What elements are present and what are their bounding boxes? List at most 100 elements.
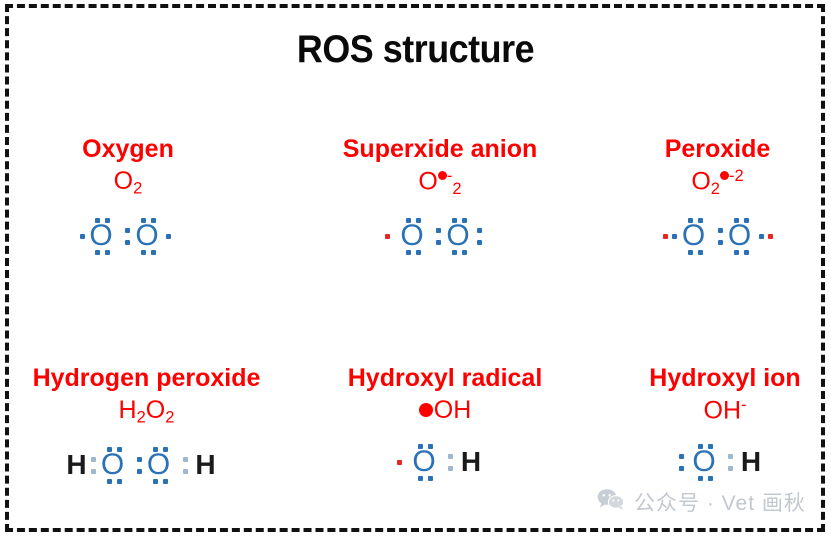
lone-pair-dot	[687, 250, 693, 256]
lone-pair-dot	[733, 218, 739, 224]
formula-element: OH	[703, 396, 742, 425]
lone-pair-dot	[105, 218, 110, 224]
lewis-structure-superoxide: O O	[385, 210, 495, 262]
bond-pair-dot	[90, 469, 96, 475]
formula-subscript: 2	[710, 180, 720, 199]
bond-pair-dot	[448, 465, 453, 471]
species-formula: O2-2	[620, 168, 815, 198]
lone-pair-dot	[416, 218, 421, 224]
lone-pair-dot	[141, 250, 146, 256]
species-formula: O2	[28, 168, 228, 198]
lone-pair-dot	[152, 479, 158, 485]
bond-pair-dot	[728, 465, 733, 471]
species-name: Superxide anion	[342, 135, 538, 163]
lone-pair-dot	[106, 479, 112, 485]
lone-pair-dot	[462, 250, 467, 256]
lone-pair-dot	[151, 218, 156, 224]
species-superoxide-anion: Superxide anion O-2 O O	[325, 136, 555, 262]
lone-pair-dot	[698, 443, 703, 449]
species-hydroxyl-radical: Hydroxyl radical OH O H	[330, 365, 560, 488]
watermark-text: 公众号 · Vet 画秋	[634, 492, 806, 515]
page-title: ROS structure	[296, 28, 535, 71]
lone-pair-dot	[416, 250, 421, 256]
formula-subscript: 2	[133, 179, 143, 198]
species-name: Oxygen	[82, 135, 174, 163]
lone-pair-dot	[708, 475, 713, 481]
lewis-atom-oxygen: O	[100, 448, 125, 482]
bond-pair-dot	[448, 453, 453, 459]
lone-pair-dot	[428, 475, 433, 481]
species-oxygen: Oxygen O2 O O	[28, 136, 228, 262]
lewis-atom-hydrogen: H	[66, 449, 87, 481]
lewis-atom-oxygen: O	[681, 219, 706, 253]
species-name: Hydroxyl radical	[347, 364, 543, 392]
lewis-atom-hydrogen: H	[740, 445, 762, 477]
bond-pair-dot	[436, 240, 441, 246]
bond-pair-dot	[125, 228, 130, 234]
radical-dot-icon	[418, 403, 433, 418]
lone-pair-dot	[105, 250, 110, 256]
bond-pair-dot	[728, 453, 733, 459]
lone-pair-dot	[452, 250, 457, 256]
species-name: Hydroxyl ion	[649, 364, 801, 392]
lewis-atom-oxygen: O	[692, 444, 716, 478]
species-hydroxyl-ion: Hydroxyl ion OH- O H	[625, 365, 825, 488]
lewis-atom-oxygen: O	[400, 219, 424, 253]
lone-pair-dot	[679, 453, 684, 459]
formula-element: OH	[433, 396, 472, 425]
lone-pair-dot	[743, 250, 749, 256]
radical-electron-dot	[385, 234, 390, 240]
lewis-structure-hydrogen-peroxide: H O O H	[64, 439, 230, 491]
lone-pair-dot	[162, 447, 168, 453]
lone-pair-dot	[743, 218, 749, 224]
radical-dot-icon	[437, 171, 447, 181]
radical-electron-dot	[767, 234, 773, 240]
lone-pair-dot	[697, 218, 703, 224]
lone-pair-dot	[477, 228, 482, 234]
bond-pair-dot	[90, 457, 96, 463]
bond-pair-dot	[125, 240, 130, 246]
lone-pair-dot	[679, 465, 684, 471]
lewis-structure-hydroxyl-ion: O H	[677, 436, 773, 488]
lone-pair-dot	[141, 218, 146, 224]
formula-superscript: -2	[719, 167, 744, 185]
lewis-atom-oxygen: O	[446, 219, 470, 253]
watermark: 公众号 · Vet 画秋	[597, 487, 806, 517]
formula-superscript: -	[437, 167, 452, 185]
formula-element: H	[118, 396, 137, 425]
lone-pair-dot	[428, 443, 433, 449]
species-name: Peroxide	[664, 135, 771, 163]
formula-element: O	[691, 167, 711, 196]
lone-pair-dot	[452, 218, 457, 224]
lone-pair-dot	[166, 234, 171, 240]
lone-pair-dot	[697, 250, 703, 256]
lone-pair-dot	[418, 443, 423, 449]
formula-superscript: -	[741, 396, 747, 415]
lone-pair-dot	[106, 447, 112, 453]
lone-pair-dot	[406, 218, 411, 224]
lone-pair-dot	[462, 218, 467, 224]
bond-pair-dot	[182, 469, 188, 475]
formula-element: O	[145, 396, 166, 425]
bond-pair-dot	[136, 457, 142, 463]
lewis-atom-oxygen: O	[146, 448, 171, 482]
lone-pair-dot	[671, 234, 677, 240]
lewis-atom-hydrogen: H	[195, 449, 216, 481]
species-name: Hydrogen peroxide	[32, 364, 261, 392]
formula-subscript: 2	[165, 408, 175, 427]
lone-pair-dot	[80, 234, 85, 240]
formula-element: O	[418, 167, 438, 196]
bond-pair-dot	[436, 228, 441, 234]
lewis-atom-oxygen: O	[135, 219, 159, 253]
lone-pair-dot	[477, 240, 482, 246]
lewis-atom-oxygen: O	[89, 219, 113, 253]
species-formula: OH	[330, 397, 560, 423]
lone-pair-dot	[162, 479, 168, 485]
species-hydrogen-peroxide: Hydrogen peroxide H2O2 H O O	[14, 365, 279, 491]
lone-pair-dot	[687, 218, 693, 224]
species-formula: H2O2	[14, 397, 279, 427]
wechat-icon	[597, 488, 625, 516]
formula-subscript: 2	[452, 180, 462, 199]
formula-subscript: 2	[136, 408, 146, 427]
